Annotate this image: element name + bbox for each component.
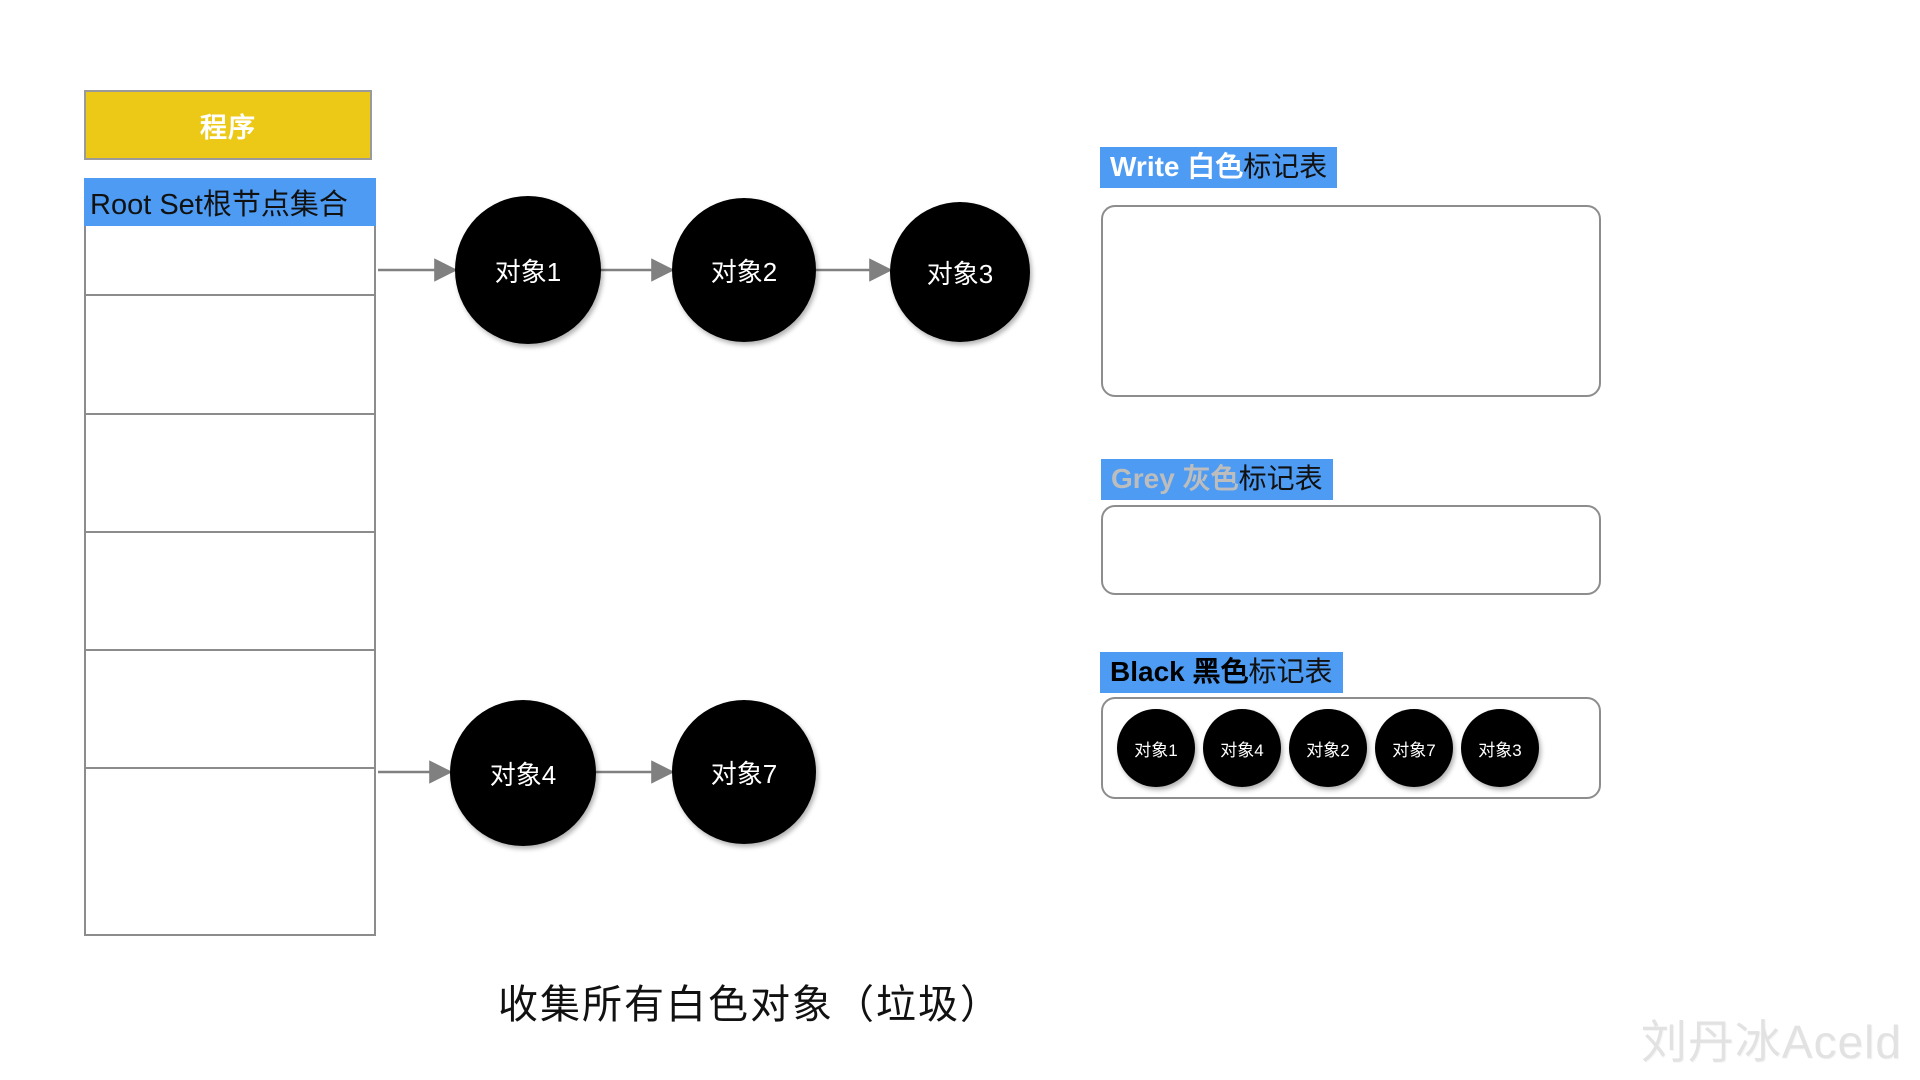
root-set-row	[86, 178, 374, 297]
grey-mark-table-label: Grey 灰色标记表	[1101, 459, 1333, 501]
white-mark-label-tail: 标记表	[1243, 151, 1328, 182]
grey-mark-table-items	[1103, 507, 1599, 593]
mark-table-chip: 对象3	[1461, 709, 1539, 787]
white-mark-table-box	[1101, 205, 1601, 397]
graph-node-label: 对象2	[710, 256, 778, 287]
graph-node-obj3: 对象3	[890, 202, 1030, 342]
graph-node-obj2: 对象2	[672, 198, 816, 342]
root-set-table	[84, 178, 376, 936]
black-mark-label-head: Black 黑色	[1110, 656, 1249, 687]
graph-node-label: 对象7	[710, 758, 778, 789]
graph-node-label: 对象4	[489, 759, 557, 790]
white-mark-table-items	[1103, 207, 1599, 395]
white-mark-table-label: Write 白色标记表	[1100, 147, 1338, 189]
root-set-row	[86, 651, 374, 770]
mark-table-chip: 对象2	[1289, 709, 1367, 787]
graph-node-obj1: 对象1	[455, 196, 601, 344]
graph-node-label: 对象1	[494, 256, 562, 287]
graph-node-obj4: 对象4	[450, 700, 596, 846]
root-set-row	[86, 296, 374, 415]
grey-mark-label-tail: 标记表	[1238, 463, 1323, 494]
watermark: 刘丹冰Aceld	[1640, 1016, 1902, 1068]
grey-mark-label-head: Grey 灰色	[1111, 463, 1239, 494]
mark-table-chip: 对象4	[1203, 709, 1281, 787]
graph-node-obj7: 对象7	[672, 700, 816, 844]
grey-mark-table-box	[1101, 505, 1601, 595]
black-mark-label-tail: 标记表	[1248, 656, 1333, 687]
root-set-row	[86, 533, 374, 652]
diagram-caption: 收集所有白色对象（垃圾）	[498, 983, 1002, 1027]
mark-table-chip: 对象7	[1375, 709, 1453, 787]
white-mark-label-head: Write 白色	[1110, 151, 1244, 182]
root-set-header-label: Root Set根节点集合	[90, 189, 348, 221]
graph-node-label: 对象3	[926, 258, 994, 289]
black-mark-table-label: Black 黑色标记表	[1100, 652, 1343, 694]
root-set-row	[86, 769, 374, 887]
root-set-header: Root Set根节点集合	[84, 178, 376, 226]
root-set-row	[86, 415, 374, 533]
program-box: 程序	[84, 90, 372, 160]
program-label: 程序	[200, 112, 256, 143]
mark-table-chip: 对象1	[1117, 709, 1195, 787]
